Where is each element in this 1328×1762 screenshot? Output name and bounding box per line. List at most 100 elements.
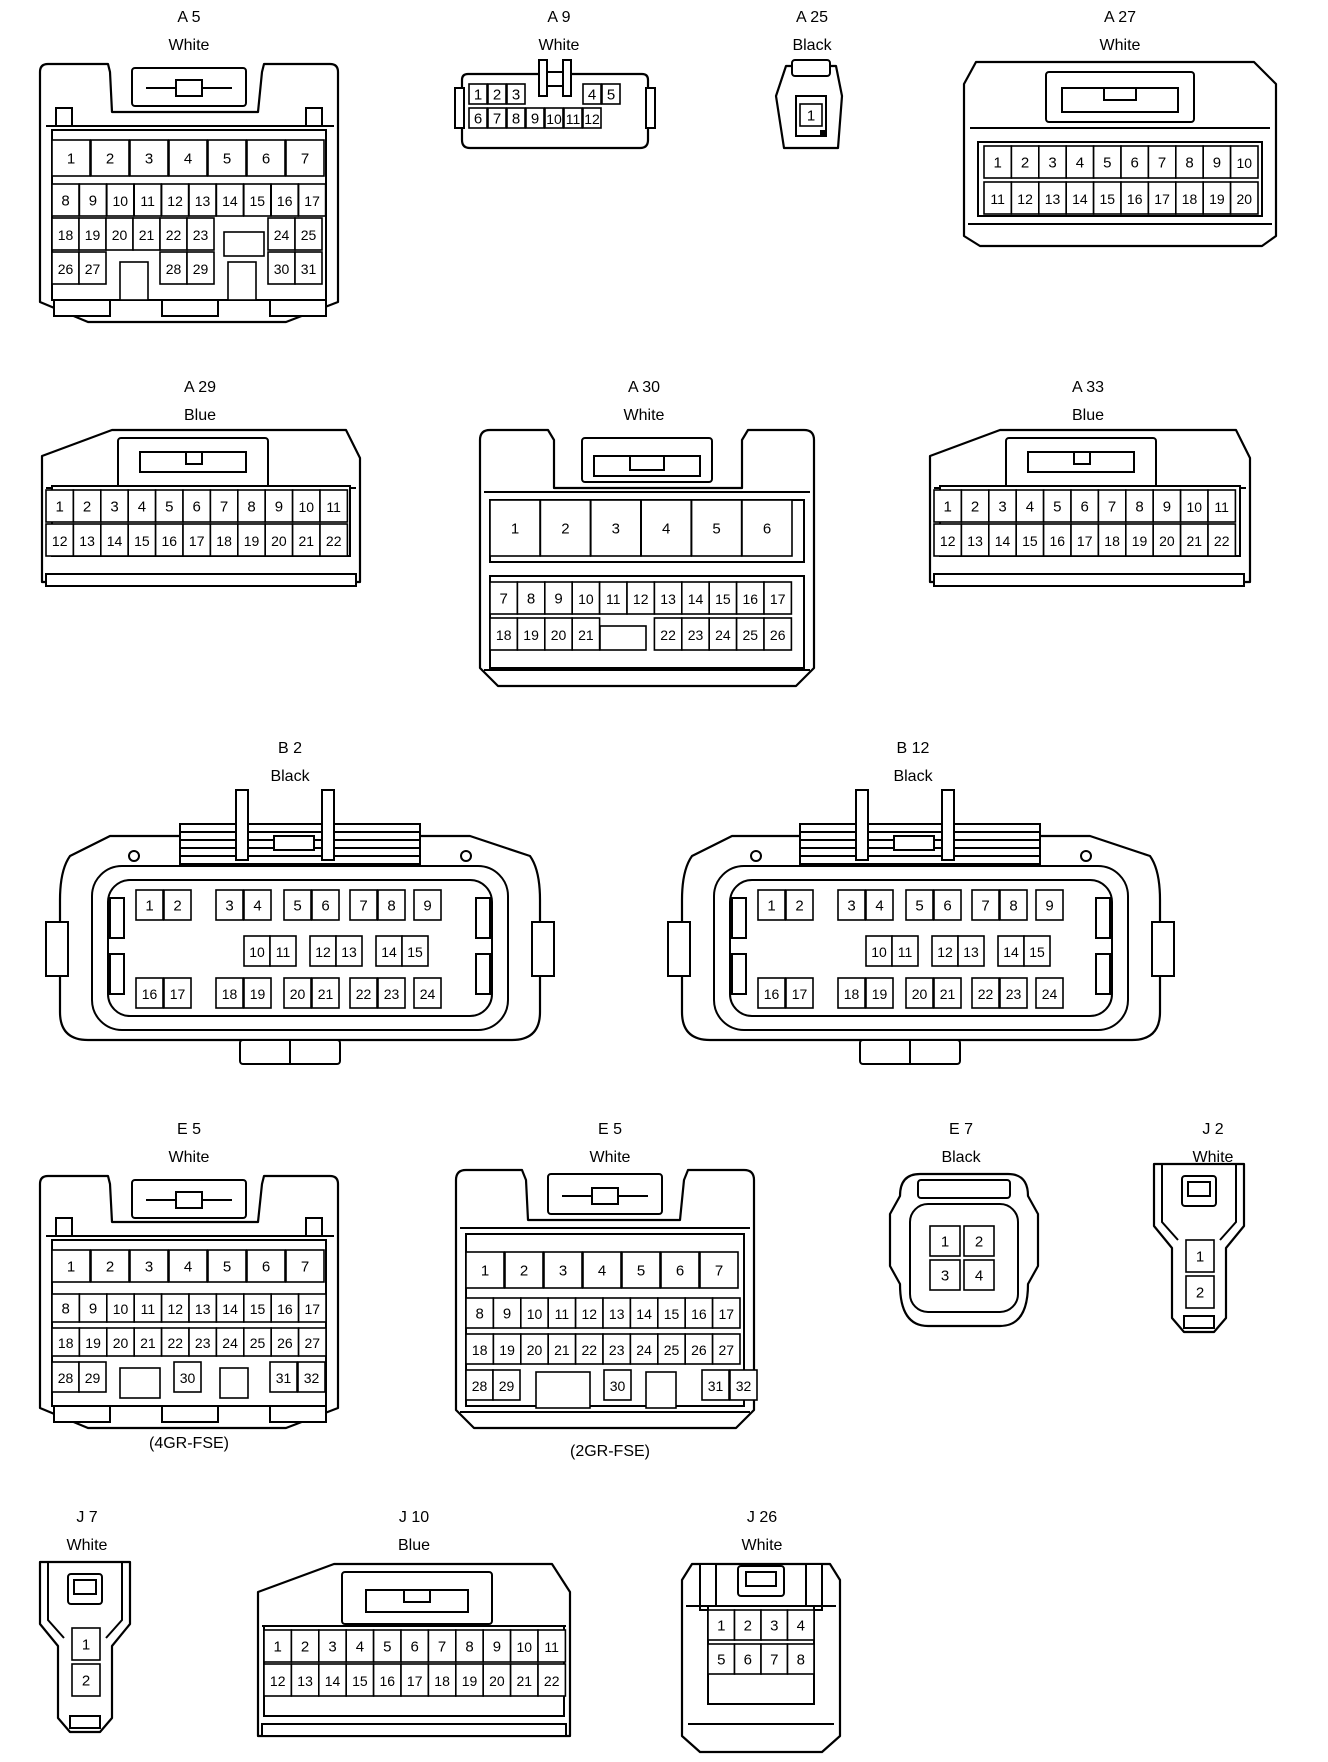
pin-number: 10 <box>871 944 887 960</box>
connector-pin: 14 <box>100 523 130 557</box>
pin-cell <box>1202 181 1232 215</box>
pin-cell <box>401 935 429 967</box>
connector-pin: 24 <box>215 1327 245 1357</box>
pin-cell <box>601 83 621 105</box>
pin-number: 3 <box>110 499 118 516</box>
pin-number: 6 <box>474 111 482 128</box>
pin-cell <box>163 889 192 921</box>
pin-number: 26 <box>277 1335 293 1351</box>
connector-pin: 21 <box>132 217 161 251</box>
pin-number: 7 <box>493 111 501 128</box>
pin-number: 4 <box>975 1268 983 1285</box>
connector-pin: 2 <box>487 83 507 105</box>
connector-pin: 14 <box>317 1663 347 1697</box>
pin-cell <box>785 977 814 1009</box>
connector-pin: 26 <box>270 1327 300 1357</box>
connector-pin: 2 <box>290 1629 320 1663</box>
pin-number: 15 <box>250 1301 266 1317</box>
connector-pin: 5 <box>1092 145 1122 179</box>
pin-cell <box>865 889 894 921</box>
connector-pin: 9 <box>492 1297 522 1329</box>
connector-blank-cavity <box>219 1367 249 1399</box>
connector-pin: 2 <box>71 1663 101 1697</box>
connector-pin: 12 <box>933 523 963 557</box>
connector-pin: 14 <box>680 581 710 615</box>
pin-cell <box>154 523 184 557</box>
pin-number: 6 <box>763 521 771 538</box>
connector-pin: 29 <box>492 1369 521 1401</box>
pin-number: 4 <box>875 898 883 915</box>
pin-number: 5 <box>223 151 231 168</box>
connector-color-a5: White <box>168 37 210 54</box>
pin-number: 9 <box>423 898 431 915</box>
pin-number: 22 <box>1214 533 1230 549</box>
pin-cell <box>971 977 1000 1009</box>
pin-cell <box>1202 145 1232 179</box>
pin-cell <box>653 617 683 651</box>
connector-pin: 16 <box>270 183 300 217</box>
pin-cell <box>127 523 157 557</box>
connector-color-e7: Black <box>941 1149 981 1166</box>
pin-cell <box>653 581 683 615</box>
pin-number: 24 <box>715 627 731 643</box>
connector-pin: 12 <box>626 581 656 615</box>
pin-cell <box>684 1333 714 1365</box>
pin-number: 7 <box>770 1652 778 1669</box>
pin-number: 31 <box>301 261 317 277</box>
connector-j2: 12 <box>1152 1162 1246 1334</box>
pin-cell <box>656 1297 686 1329</box>
connector-pin: 19 <box>492 1333 522 1365</box>
connector-pin: 10 <box>519 1297 549 1329</box>
pin-number: 6 <box>193 499 201 516</box>
pin-number: 5 <box>915 898 923 915</box>
pin-number: 14 <box>1003 944 1019 960</box>
pin-cell <box>891 935 919 967</box>
pin-number: 12 <box>167 193 183 209</box>
pin-number: 30 <box>610 1378 626 1394</box>
connector-pin: 9 <box>543 581 573 615</box>
pin-number: 11 <box>555 1306 570 1322</box>
pin-number: 12 <box>584 111 600 127</box>
pin-number: 20 <box>113 1335 129 1351</box>
connector-pin: 19 <box>1202 181 1232 215</box>
connector-code-e5-2gr: E 5 <box>597 1121 622 1138</box>
pin-cell <box>106 1293 136 1323</box>
pin-cell <box>837 889 866 921</box>
pin-number: 21 <box>318 986 334 1002</box>
connector-pin: 22 <box>1207 523 1237 557</box>
connector-pin: 2 <box>90 139 130 177</box>
pin-cell <box>1175 145 1205 179</box>
connector-pin: 7 <box>699 1251 739 1289</box>
pin-number: 12 <box>937 944 953 960</box>
pin-number: 11 <box>990 191 1005 207</box>
connector-pin: 11 <box>598 581 628 615</box>
connector-pin: 25 <box>243 1327 273 1357</box>
pin-number: 15 <box>134 533 150 549</box>
connector-color-j26: White <box>741 1537 783 1554</box>
pin-cell <box>209 523 239 557</box>
connector-pin: 13 <box>188 1293 218 1323</box>
connector-pin: 2 <box>963 1225 995 1257</box>
connector-pin: 10 <box>1179 489 1209 523</box>
connector-pin: 5 <box>154 489 184 523</box>
pin-number: 12 <box>940 533 956 549</box>
pin-cell <box>349 977 378 1009</box>
connector-pin: 17 <box>763 581 793 615</box>
connector-pin: 5 <box>207 1249 247 1283</box>
pin-number: 21 <box>517 1673 533 1689</box>
pin-cell <box>372 1663 402 1697</box>
pin-cell <box>209 489 239 523</box>
pin-number: 2 <box>795 898 803 915</box>
connector-pin: 1 <box>983 145 1013 179</box>
pin-cell <box>1229 145 1259 179</box>
pin-cell <box>267 251 296 285</box>
pin-cell <box>519 1333 549 1365</box>
connector-pin: 29 <box>186 251 215 285</box>
connector-pin: 10 <box>291 489 321 523</box>
pin-cell <box>1207 523 1237 557</box>
pin-number: 30 <box>180 1370 196 1386</box>
connector-pin: 9 <box>413 889 442 921</box>
pin-number: 7 <box>359 898 367 915</box>
connector-blank-cavity <box>119 1367 161 1399</box>
pin-cell <box>626 581 656 615</box>
